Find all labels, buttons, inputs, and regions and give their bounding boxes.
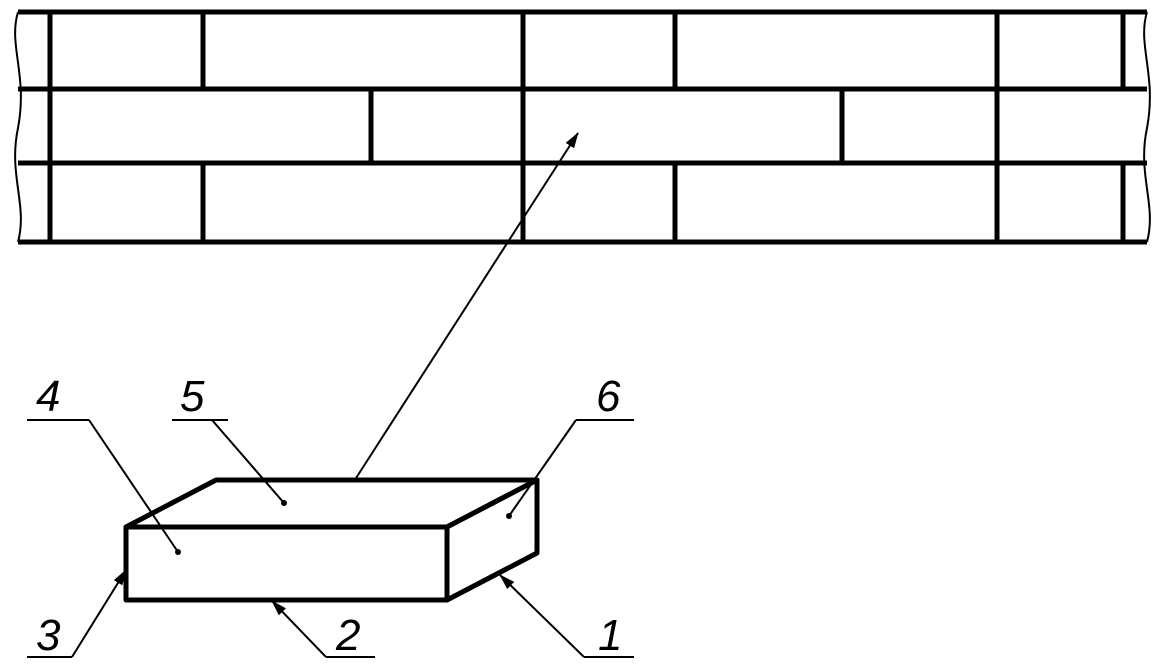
label-3: 3 [36, 611, 61, 660]
wall-row-3-joints [47, 163, 1126, 242]
leaders [27, 419, 634, 658]
label-6: 6 [596, 372, 621, 421]
label-1: 1 [598, 611, 622, 660]
wall-break-right [1143, 11, 1151, 243]
wall-break-left [14, 11, 22, 243]
brick-face-end [444, 477, 540, 603]
label-2: 2 [335, 611, 360, 660]
brick-face-front [123, 524, 450, 603]
brick-wall [14, 9, 1151, 245]
wall-row-1-joints [47, 12, 1126, 89]
brick-isometric [123, 477, 540, 603]
label-5: 5 [180, 372, 205, 421]
label-4: 4 [36, 372, 60, 421]
placement-arrow [339, 132, 579, 504]
wall-row-2-joints [47, 89, 1000, 163]
